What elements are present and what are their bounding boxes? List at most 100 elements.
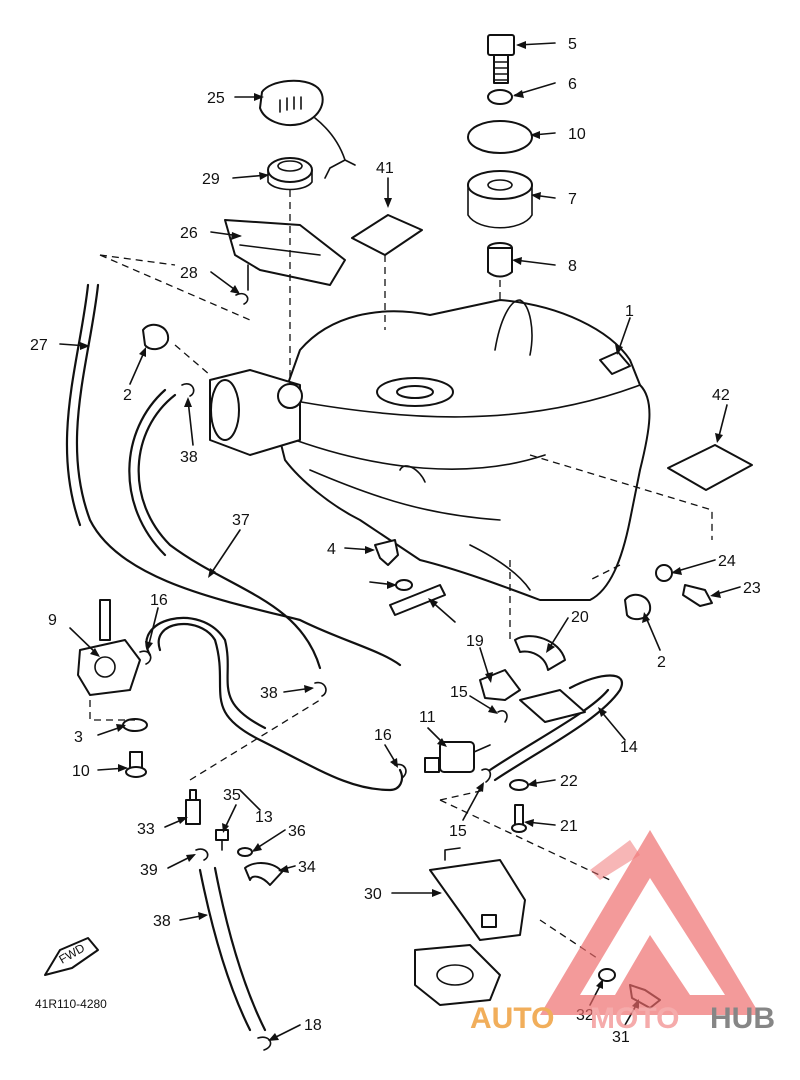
- bracket: [224, 219, 346, 291]
- alignment-lines: [89, 190, 713, 961]
- callout-30: 31: [612, 1029, 630, 1046]
- clip-15-upper: [497, 710, 508, 723]
- clip-38-upper: [181, 383, 195, 397]
- automotohub-watermark: AUTO MOTO HUB: [470, 830, 775, 1035]
- clip-16-left: [139, 650, 152, 665]
- hose-13: [157, 622, 404, 792]
- damper: [467, 170, 533, 229]
- clip-39: [195, 848, 209, 861]
- washer-35: [237, 847, 253, 857]
- callout-19: 20: [571, 609, 589, 626]
- callout-28: 29: [202, 171, 220, 188]
- callout-7: 8: [568, 258, 577, 275]
- callout-4: 5: [568, 36, 577, 53]
- fuel-cap: [259, 79, 356, 179]
- pad-right: [667, 444, 753, 491]
- callout-29: 30: [364, 886, 382, 903]
- washer-11: [122, 718, 148, 732]
- bolt-20: [511, 804, 527, 833]
- callout-8: 10: [568, 126, 586, 143]
- callout-22: 23: [743, 580, 761, 597]
- callout-40-upper: 41: [376, 160, 394, 177]
- callout-38-upper: 38: [180, 449, 198, 466]
- grommet-23: [655, 564, 673, 582]
- hose-long: [75, 283, 402, 667]
- callout-37: 38: [153, 913, 171, 930]
- watermark-hub: HUB: [710, 1002, 775, 1035]
- grommet-2-left: [142, 323, 170, 351]
- callout-15-upper: 15: [450, 684, 468, 701]
- screw-10: [125, 751, 147, 778]
- clip-17: [257, 1036, 272, 1051]
- connector-32: [185, 789, 201, 825]
- callout-26: 27: [30, 337, 48, 354]
- washer-31: [598, 968, 616, 982]
- callout-2-left: 2: [123, 387, 132, 404]
- callout-14: 14: [620, 739, 638, 756]
- clip-15-lower: [481, 768, 492, 783]
- watermark-triangle-logo: [540, 830, 760, 1015]
- grommet-2-right: [624, 593, 652, 621]
- bolt: [487, 34, 515, 84]
- hose-14: [493, 674, 623, 782]
- callout-27: 28: [180, 265, 198, 282]
- callout-2-right: 2: [657, 654, 666, 671]
- bolt-22: [682, 584, 713, 607]
- callout-12: 11: [419, 709, 436, 726]
- watermark-auto: AUTO: [470, 1002, 554, 1035]
- washer-42: [395, 579, 413, 591]
- callout-38-lower: 38: [260, 685, 278, 702]
- callout-3: 4: [327, 541, 336, 558]
- watermark-moto: MOTO: [590, 1002, 679, 1035]
- callout-9: 9: [48, 612, 57, 629]
- clamp-33: [244, 862, 283, 886]
- callout-18: 19: [466, 633, 484, 650]
- callout-1: 1: [625, 303, 634, 320]
- callout-40-right: 42: [712, 387, 730, 404]
- part-code: 41R110-4280: [35, 997, 107, 1011]
- callout-17: 18: [304, 1017, 322, 1034]
- band-41: [389, 584, 446, 616]
- callout-23: 24: [718, 553, 736, 570]
- leader-lines: [59, 41, 741, 1041]
- fuel-pump: [414, 847, 526, 1006]
- callout-6: 7: [568, 191, 577, 208]
- fuel-filter: [424, 741, 491, 773]
- callout-16-right: 16: [374, 727, 392, 744]
- clip-3: [374, 539, 399, 566]
- callout-36: 37: [232, 512, 250, 529]
- hose-36: [137, 393, 322, 670]
- callout-20: 21: [560, 818, 578, 835]
- hose-37: [198, 868, 252, 1032]
- callout-11: 3: [74, 729, 83, 746]
- clamp-19: [514, 635, 566, 671]
- fwd-arrow-icon: FWD: [44, 937, 99, 976]
- bolt-34: [215, 829, 229, 851]
- callout-35: 36: [288, 823, 306, 840]
- callout-25: 26: [180, 225, 198, 242]
- callout-33: 34: [298, 859, 316, 876]
- fuel-cock: [77, 599, 141, 696]
- pad-upper: [351, 214, 423, 256]
- collar: [487, 242, 513, 278]
- callout-16-left: 16: [150, 592, 168, 609]
- cap-21: [509, 779, 529, 791]
- plate-washer: [467, 120, 533, 154]
- callout-39: 39: [140, 862, 158, 879]
- holder: [519, 689, 586, 723]
- callout-15-lower: 15: [449, 823, 467, 840]
- callout-labels: 5 6 10 7 8 1 25 29 41 26 28 27 2 38 42 3…: [30, 36, 761, 1046]
- callout-34: 35: [223, 787, 241, 804]
- washer: [487, 89, 513, 105]
- callout-32: 33: [137, 821, 155, 838]
- fuel-tank: [209, 299, 651, 601]
- seal-ring: [267, 157, 313, 191]
- callout-13: 13: [255, 809, 273, 826]
- clip-27: [235, 292, 249, 305]
- clip-38-lower: [314, 681, 327, 697]
- callout-24: 25: [207, 90, 225, 107]
- callout-21: 22: [560, 773, 578, 790]
- callout-5: 6: [568, 76, 577, 93]
